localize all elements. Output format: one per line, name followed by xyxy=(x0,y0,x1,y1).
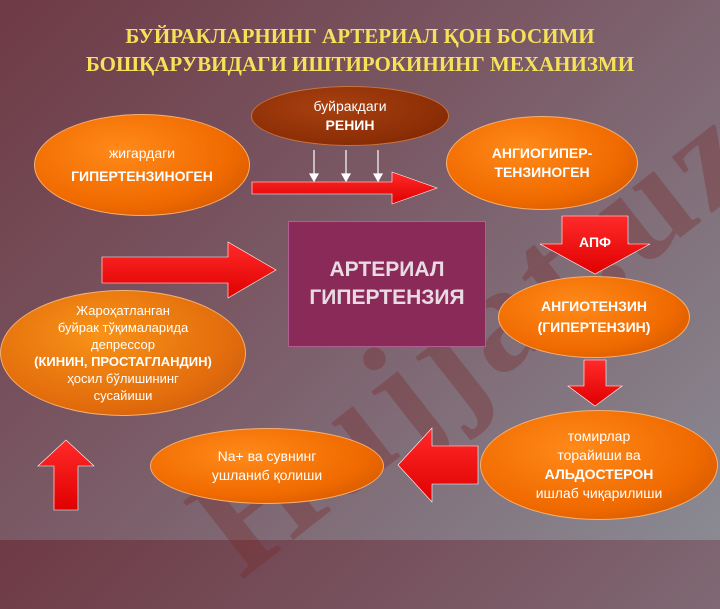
node-sodium: Na+ ва сувнинг ушланиб қолиши xyxy=(150,428,384,504)
depressor-line-2: буйрак тўқималарида xyxy=(57,320,189,335)
arrow-to-arterial xyxy=(101,241,277,299)
node-aldosterone: томирлар торайиши ва АЛЬДОСТЕРОН ишлаб ч… xyxy=(480,410,718,520)
sodium-line-2: ушланиб қолиши xyxy=(211,467,323,483)
apf-label: АПФ xyxy=(579,234,611,250)
depressor-line-5: ҳосил бўлишининг xyxy=(67,371,179,386)
slide-title: БУЙРАКЛАРНИНГ АРТЕРИАЛ ҚОН БОСИМИ БОШҚАР… xyxy=(20,22,700,78)
renin-line-2: РЕНИН xyxy=(325,117,375,133)
arrows-layer xyxy=(37,150,651,511)
arterial-line-1: АРТЕРИАЛ xyxy=(329,258,445,281)
angiohypertensinogen-line-2: ТЕНЗИНОГЕН xyxy=(494,164,590,180)
node-renin: буйракдаги РЕНИН xyxy=(251,86,449,146)
node-depressor: Жароҳатланган буйрак тўқималарида депрес… xyxy=(0,290,246,416)
node-hypertensinogen: жигардаги ГИПЕРТЕНЗИНОГЕН xyxy=(34,114,250,216)
arrow-up-left xyxy=(37,439,95,511)
arrow-to-sodium xyxy=(397,427,479,503)
arterial-line-2: ГИПЕРТЕНЗИЯ xyxy=(309,286,465,309)
node-arterial-hypertension: АРТЕРИАЛ ГИПЕРТЕНЗИЯ xyxy=(288,221,486,347)
aldosterone-line-3: АЛЬДОСТЕРОН xyxy=(544,466,654,482)
arrow-to-angiohypertensinogen xyxy=(251,171,438,205)
arrow-angiotensin-down xyxy=(567,359,623,407)
aldosterone-line-1: томирлар xyxy=(567,428,631,444)
aldosterone-line-4: ишлаб чиқарилиши xyxy=(535,485,663,501)
arrow-apf-down xyxy=(539,215,651,275)
depressor-line-4: (КИНИН, ПРОСТАГЛАНДИН) xyxy=(34,354,212,369)
node-angiotensin: АНГИОТЕНЗИН (ГИПЕРТЕНЗИН) xyxy=(498,276,690,358)
hypertensinogen-line-1: жигардаги xyxy=(108,145,176,161)
sodium-line-1: Na+ ва сувнинг xyxy=(217,448,317,464)
aldosterone-line-2: торайиши ва xyxy=(557,447,641,463)
depressor-line-3: депрессор xyxy=(91,337,155,352)
angiohypertensinogen-line-1: АНГИОГИПЕР- xyxy=(491,145,593,161)
angiotensin-line-2: (ГИПЕРТЕНЗИН) xyxy=(537,319,651,335)
depressor-line-6: сусайиши xyxy=(93,388,153,403)
title-line-2: БОШҚАРУВИДАГИ ИШТИРОКИНИНГ МЕХАНИЗМИ xyxy=(85,52,635,76)
renin-thin-arrows xyxy=(308,150,384,183)
slide: Hujjat.uz БУЙРАКЛАРНИНГ АРТЕРИАЛ ҚОН БОС… xyxy=(0,22,720,607)
title-line-1: БУЙРАКЛАРНИНГ АРТЕРИАЛ ҚОН БОСИМИ xyxy=(125,24,595,48)
hypertensinogen-line-2: ГИПЕРТЕНЗИНОГЕН xyxy=(71,168,213,184)
depressor-line-1: Жароҳатланган xyxy=(76,303,170,318)
renin-line-1: буйракдаги xyxy=(313,98,387,114)
angiotensin-line-1: АНГИОТЕНЗИН xyxy=(540,298,648,314)
node-angiohypertensinogen: АНГИОГИПЕР- ТЕНЗИНОГЕН xyxy=(446,116,638,210)
